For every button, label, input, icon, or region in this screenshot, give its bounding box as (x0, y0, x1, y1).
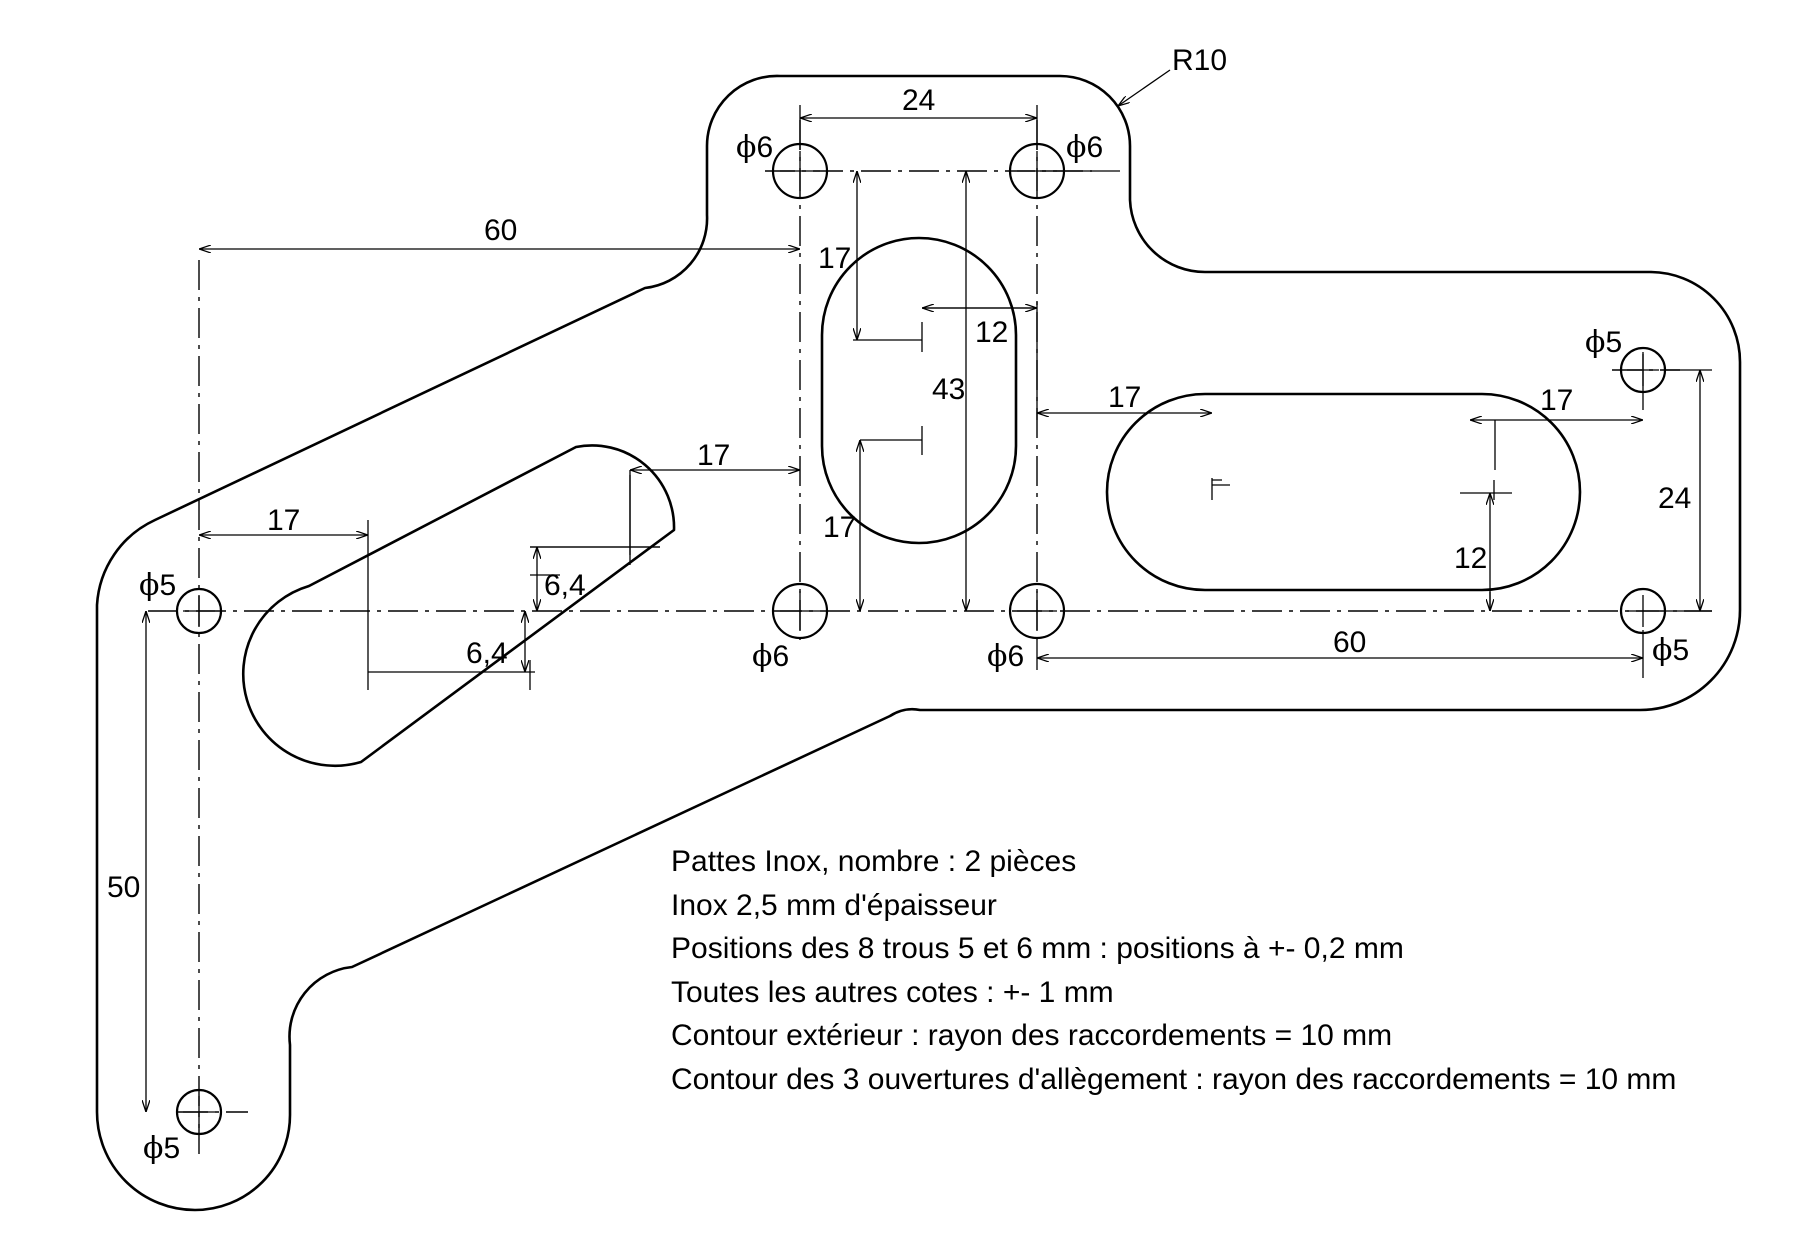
specification-notes: Pattes Inox, nombre : 2 pièces Inox 2,5 … (671, 840, 1676, 1101)
diameter-symbol: ϕ (1066, 130, 1086, 165)
diameter-symbol: ϕ (987, 639, 1007, 674)
diameter-symbol: ϕ (139, 568, 159, 603)
label-17-vslot-top: 17 (818, 242, 851, 275)
label-24-right: 24 (1658, 482, 1691, 515)
hole-left (175, 587, 223, 635)
note-line: Inox 2,5 mm d'épaisseur (671, 888, 997, 922)
hole-mid-right (1008, 582, 1066, 640)
horizontal-slot (1105, 392, 1582, 592)
note-line: Contour des 3 ouvertures d'allègement : … (671, 1062, 1677, 1096)
diameter-symbol: ϕ (1652, 633, 1672, 668)
hole-label-right-bottom: ϕ5 (1652, 633, 1689, 668)
label-12-vslot: 12 (975, 316, 1008, 349)
label-60-top: 60 (484, 214, 517, 247)
label-17-hslot-right: 17 (1540, 384, 1573, 417)
label-radius: R10 (1172, 44, 1227, 77)
hole-right-bottom (1619, 587, 1667, 635)
hole-label-mid-left: ϕ6 (752, 639, 789, 674)
note-line: Positions des 8 trous 5 et 6 mm : positi… (671, 932, 1404, 965)
note-line: Pattes Inox, nombre : 2 pièces (671, 845, 1077, 878)
diameter-symbol: ϕ (143, 1131, 163, 1166)
note-line: Toutes les autres cotes : +- 1 mm (671, 975, 1114, 1009)
hole-bottom-left (175, 1088, 223, 1136)
diameter-symbol: ϕ (1585, 325, 1605, 360)
diameter-symbol: ϕ (736, 130, 756, 165)
hole-label-top-left: ϕ6 (736, 130, 773, 165)
label-6-4-upper: 6,4 (544, 569, 586, 602)
label-24-top: 24 (902, 84, 935, 117)
radius-leader (1118, 69, 1171, 106)
label-6-4-lower: 6,4 (466, 637, 508, 670)
hole-label-right-top: ϕ5 (1585, 325, 1622, 360)
hole-label-bottom-left: ϕ5 (143, 1131, 180, 1166)
hole-top-left (771, 142, 829, 200)
hole-label-top-right: ϕ6 (1066, 130, 1103, 165)
diagonal-slot (241, 444, 676, 768)
hole-label-left: ϕ5 (139, 568, 176, 603)
label-17-vslot-bottom: 17 (823, 511, 856, 544)
label-43: 43 (932, 373, 965, 406)
label-17-diag-left: 17 (267, 504, 300, 537)
slot-center-marks (530, 322, 1512, 565)
label-60-bottom: 60 (1333, 626, 1366, 659)
diameter-symbol: ϕ (752, 639, 772, 674)
label-17-diag-right: 17 (697, 439, 730, 472)
hole-label-mid-right: ϕ6 (987, 639, 1024, 674)
note-line: Contour extérieur : rayon des raccordeme… (671, 1019, 1393, 1052)
label-17-hslot-left: 17 (1108, 381, 1141, 414)
label-50: 50 (107, 871, 140, 904)
vertical-slot (820, 236, 1018, 545)
part-outline (95, 74, 1742, 1212)
label-12-hslot: 12 (1454, 542, 1487, 575)
hole-mid-left (771, 582, 829, 640)
